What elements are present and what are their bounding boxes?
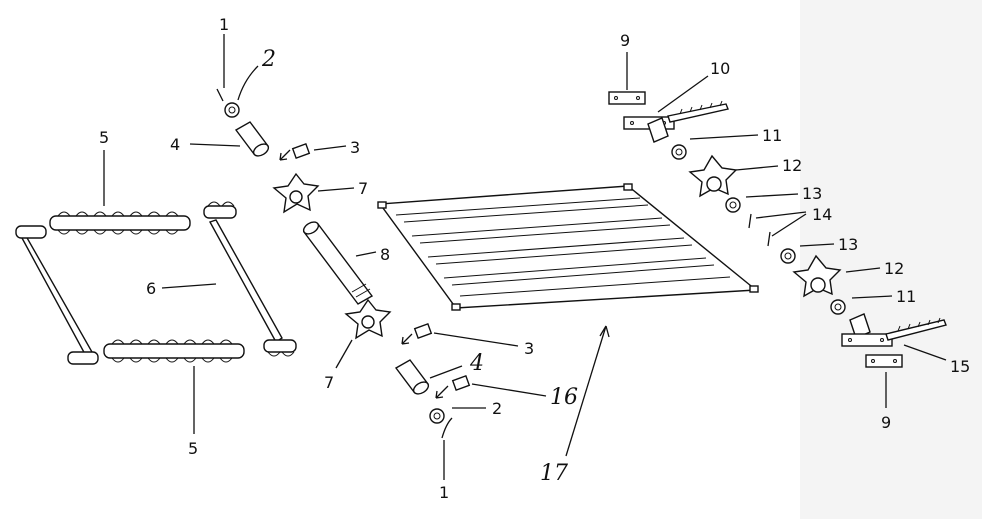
right-rail: [208, 219, 283, 344]
label-16: 16: [550, 385, 578, 410]
slat-panel: [377, 183, 759, 311]
label-9-top: 9: [620, 31, 630, 50]
label-6: 6: [146, 279, 156, 298]
washer-11-bottom: [830, 299, 846, 315]
key-16: [451, 375, 471, 391]
label-14: 14: [812, 205, 832, 224]
key-top: [291, 143, 311, 159]
right-drive-stack: [608, 91, 947, 368]
label-12-bottom: 12: [884, 259, 904, 278]
leader-lines: [103, 34, 947, 480]
label-1-top: 1: [219, 15, 229, 34]
label-4-top: 4: [170, 135, 180, 154]
label-12-top: 12: [782, 156, 802, 175]
pin-14a: [748, 213, 752, 229]
callout-labels: 1 2 3 4 5 6 7 8 7 3 4 16 2 1 5 17 9 10 1…: [99, 15, 970, 502]
label-2-top: 2: [261, 47, 276, 72]
washer-13-top: [725, 197, 741, 213]
label-15: 15: [950, 357, 970, 376]
label-13-top: 13: [802, 184, 822, 203]
washer-13-bottom: [780, 248, 796, 264]
bracket-bottom: [841, 333, 893, 347]
page-margin: [800, 0, 982, 519]
plate-top: [608, 91, 646, 105]
plate-bottom: [865, 354, 903, 368]
label-17: 17: [540, 461, 568, 486]
key-bottom: [413, 323, 433, 339]
label-9-bottom: 9: [881, 413, 891, 432]
roller-tube: [302, 223, 374, 305]
washer-top: [224, 102, 240, 118]
label-8: 8: [380, 245, 390, 264]
left-roller-stack: [216, 88, 471, 439]
label-3-top: 3: [350, 138, 360, 157]
label-3-bottom: 3: [524, 339, 534, 358]
label-7-top: 7: [358, 179, 368, 198]
label-13-bottom: 13: [838, 235, 858, 254]
label-1-bottom: 1: [439, 483, 449, 502]
left-rail: [21, 235, 93, 358]
pin-bottom: [441, 417, 453, 439]
label-11-bottom: 11: [896, 287, 916, 306]
bottom-clip-bar: [67, 339, 297, 365]
washer-11-top: [671, 144, 687, 160]
label-4-bottom: 4: [469, 351, 484, 376]
top-clip-bar: [15, 201, 237, 239]
frame-assembly: [15, 201, 297, 365]
label-5-top: 5: [99, 128, 109, 147]
pin-top: [216, 88, 224, 102]
label-11-top: 11: [762, 126, 782, 145]
washer-bottom: [429, 408, 445, 424]
label-7-bottom: 7: [324, 373, 334, 392]
label-5-bottom: 5: [188, 439, 198, 458]
pin-14b: [767, 231, 771, 247]
label-10: 10: [710, 59, 730, 78]
label-2-bottom: 2: [492, 399, 502, 418]
